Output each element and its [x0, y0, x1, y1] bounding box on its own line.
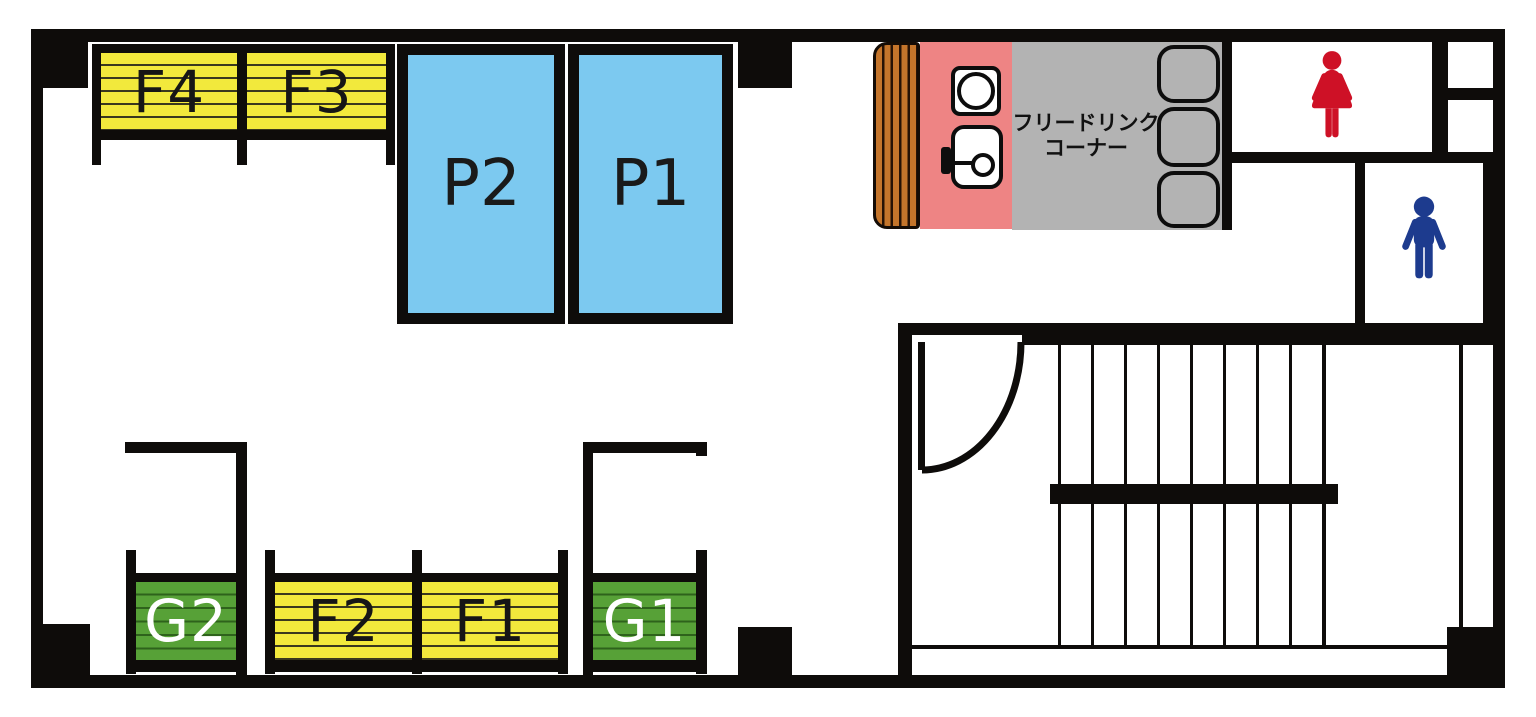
coffee-machine-burner: [957, 72, 995, 110]
wall-stair-top-thick: [1022, 335, 1497, 345]
partition-g1-corner: [696, 442, 707, 456]
drink-corner-label-line2: コーナー: [1044, 136, 1128, 160]
partition-g1-top: [583, 442, 707, 453]
wall-womens-right: [1432, 29, 1448, 163]
drink-corner-label: フリードリンク コーナー: [1012, 105, 1160, 167]
mens-restroom: [1365, 163, 1483, 325]
room-p2-label: P2: [441, 147, 521, 221]
corner-block-bottom-right: [1447, 627, 1505, 688]
faucet-pipe: [951, 161, 975, 165]
stool-3: [1157, 171, 1220, 228]
booth-g1-side-right: [696, 550, 707, 674]
room-p1-label: P1: [610, 147, 691, 221]
bench-f4f3-bar-bottom: [101, 130, 386, 140]
bench-f2f1-side-left: [265, 550, 275, 674]
booth-g2-bar-top: [136, 573, 236, 582]
bench-f2f1-bar-bottom: [275, 660, 558, 672]
booth-g1-bar-top: [593, 573, 696, 582]
pier-bottom-center: [738, 627, 792, 675]
booth-g2-bar-bottom: [136, 660, 236, 672]
partition-g1-left: [583, 442, 593, 675]
bench-f2f1-divider: [412, 550, 422, 674]
bench-f2f1-bar-top: [275, 573, 558, 582]
wall-right: [1493, 29, 1505, 688]
booth-f4: F4: [101, 53, 237, 130]
woman-icon: [1311, 51, 1353, 138]
booth-g2-label: G2: [144, 587, 228, 655]
stair-landing-bar: [1050, 484, 1338, 504]
booth-f4-label: F4: [132, 57, 206, 126]
room-p1: P1: [568, 44, 733, 324]
booth-f2: F2: [275, 582, 412, 660]
corner-block-top-left: [31, 29, 88, 88]
wall-bottom: [31, 675, 1505, 688]
booth-g2: G2: [136, 582, 236, 660]
sink-drain: [971, 153, 995, 177]
swing-door: [918, 341, 1025, 474]
booth-g2-side-left: [126, 550, 136, 674]
booth-g1: G1: [593, 582, 696, 660]
bench-f4f3-divider: [237, 44, 247, 165]
booth-f3-label: F3: [280, 57, 353, 126]
bench-f4f3-bar-top: [101, 44, 386, 53]
booth-f3: F3: [247, 53, 386, 130]
stair-bottom-line: [912, 645, 1447, 649]
wall-mens-left: [1355, 163, 1365, 335]
womens-restroom: [1232, 42, 1432, 152]
wall-womens-bottom: [1222, 152, 1493, 163]
bench-f2f1-side-right: [558, 550, 568, 674]
stair-rail-line: [1459, 345, 1463, 627]
wall-corridor-stair-top: [898, 323, 1497, 335]
booth-f1-label: F1: [453, 587, 527, 655]
window-blinds: [873, 42, 920, 229]
coffee-machine-icon: [951, 66, 1001, 116]
booth-f1: F1: [422, 582, 558, 660]
booth-f2-label: F2: [307, 587, 380, 655]
wall-mens-right: [1483, 163, 1493, 335]
pier-top-center: [738, 40, 792, 88]
faucet-handle: [941, 147, 951, 174]
corner-block-bottom-left: [31, 624, 90, 686]
wall-stair-left: [898, 323, 912, 675]
booth-g1-label: G1: [602, 587, 687, 655]
bench-f4f3-side-right: [386, 44, 395, 165]
wall-drink-corner-right: [1222, 42, 1232, 230]
sink-icon: [941, 125, 1003, 189]
drink-corner-label-line1: フリードリンク: [1012, 110, 1160, 135]
stool-2: [1157, 107, 1220, 167]
bench-f4f3-side-left: [92, 44, 101, 165]
man-icon: [1402, 196, 1446, 278]
booth-g1-bar-bottom: [593, 660, 696, 672]
wall-niche-bottom: [1448, 88, 1493, 100]
room-p2: P2: [397, 44, 565, 324]
wall-left: [31, 29, 43, 688]
partition-g2-right: [236, 442, 247, 675]
stool-1: [1157, 45, 1220, 103]
wall-top: [31, 29, 1505, 42]
partition-g2-top: [125, 442, 247, 453]
